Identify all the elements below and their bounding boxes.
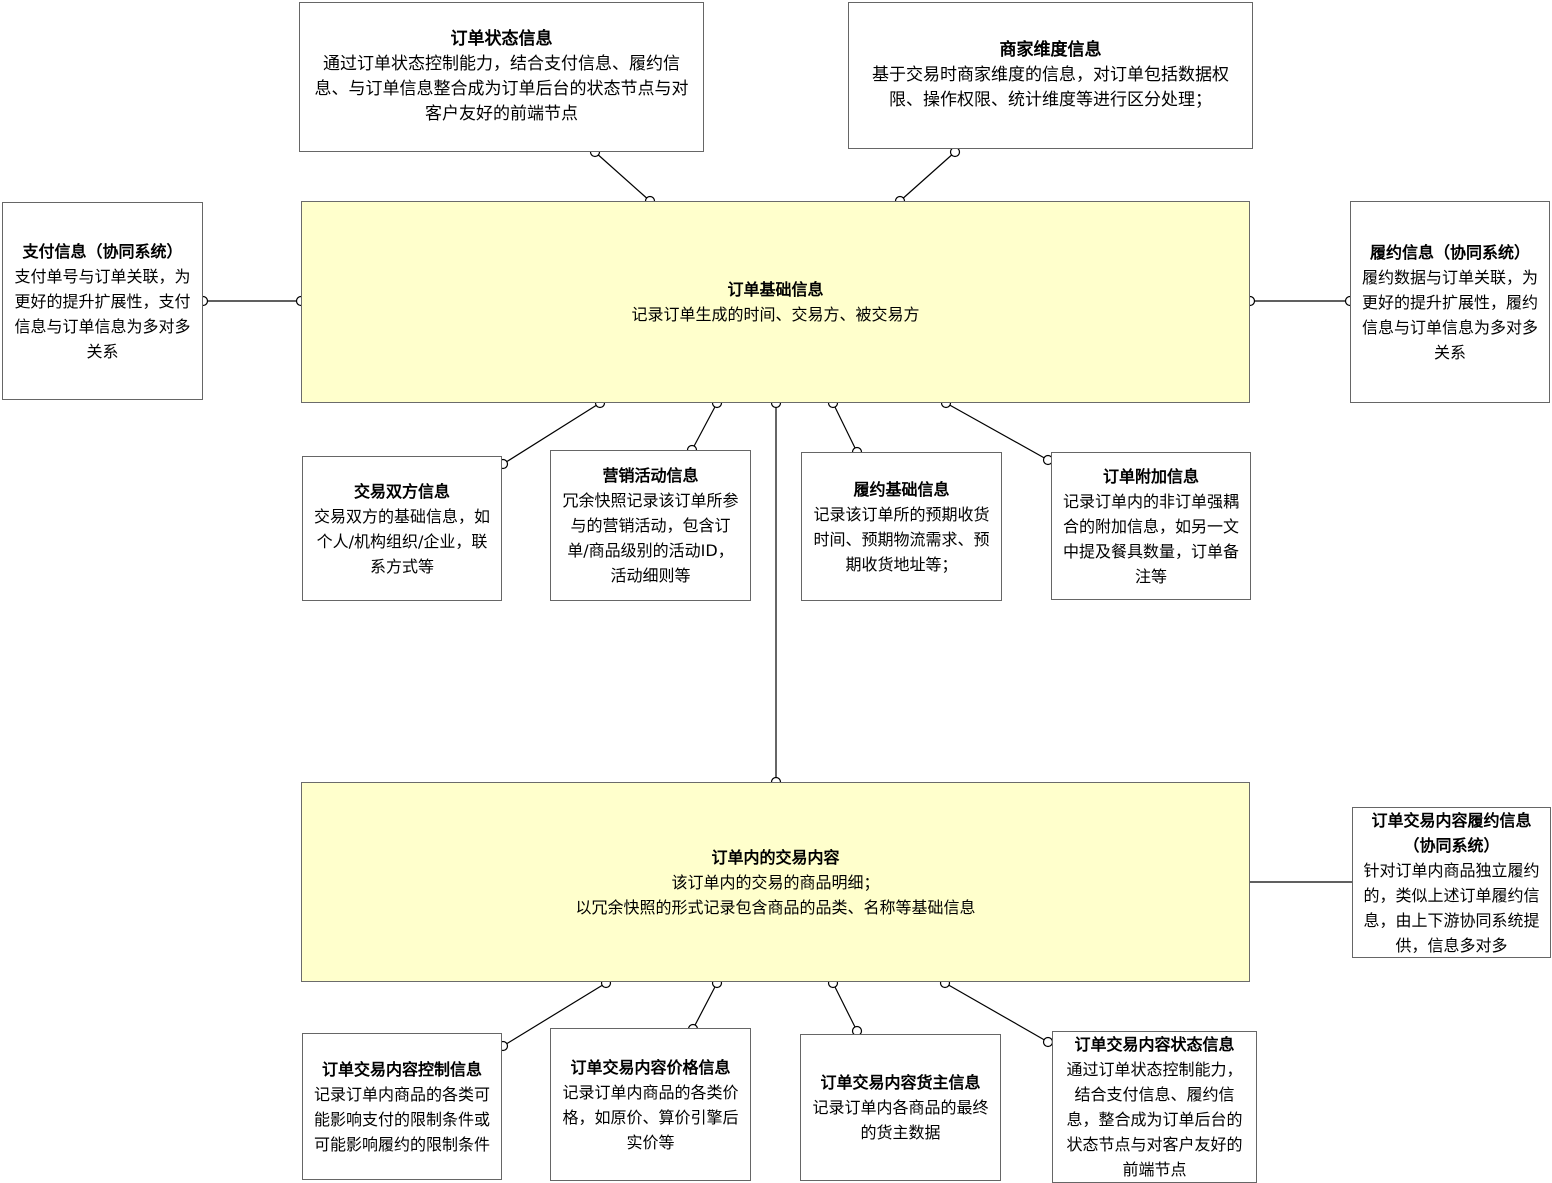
node-content-price-info[interactable]: 订单交易内容价格信息 记录订单内商品的各类价格，如原价、算价引擎后实价等 [550, 1028, 751, 1181]
node-title: 支付信息（协同系统） [22, 241, 183, 261]
node-order-extra-info[interactable]: 订单附加信息 记录订单内的非订单强耦合的附加信息，如另一文中提及餐具数量，订单备… [1051, 452, 1251, 600]
node-payment-info[interactable]: 支付信息（协同系统） 支付单号与订单关联，为更好的提升扩展性，支付信息与订单信息… [2, 202, 203, 400]
node-body: 记录该订单所的预期收货时间、预期物流需求、预期收货地址等； [813, 504, 990, 574]
node-content-status-info[interactable]: 订单交易内容状态信息 通过订单状态控制能力，结合支付信息、履约信息，整合成为订单… [1052, 1031, 1257, 1183]
node-trade-parties-info[interactable]: 交易双方信息 交易双方的基础信息，如个人/机构组织/企业，联系方式等 [302, 456, 502, 601]
node-title: 商家维度信息 [999, 40, 1102, 60]
connector-order-content-to-content-price[interactable] [687, 977, 723, 1035]
node-body: 履约数据与订单关联，为更好的提升扩展性，履约信息与订单信息为多对多关系 [1361, 267, 1538, 362]
connector-payment-to-order-base[interactable] [197, 295, 307, 307]
node-body: 针对订单内商品独立履约的，类似上述订单履约信息，由上下游协同系统提供，信息多对多 [1363, 860, 1540, 955]
connector-merchant-dim-to-order-base[interactable] [894, 146, 961, 207]
node-title: 订单附加信息 [1102, 466, 1199, 486]
node-body: 冗余快照记录该订单所参与的营销活动，包含订单/商品级别的活动ID，活动细则等 [562, 491, 739, 585]
node-fulfillment-base-info[interactable]: 履约基础信息 记录该订单所的预期收货时间、预期物流需求、预期收货地址等； [801, 452, 1002, 601]
node-content-fulfillment-info[interactable]: 订单交易内容履约信息 （协同系统） 针对订单内商品独立履约的，类似上述订单履约信… [1352, 807, 1551, 958]
connector-order-status-to-order-base[interactable] [589, 146, 656, 207]
node-body: 记录订单内商品的各类价格，如原价、算价引擎后实价等 [562, 1082, 739, 1152]
connector-order-base-to-order-content[interactable] [770, 397, 782, 788]
node-body: 该订单内的交易的商品明细； 以冗余快照的形式记录包含商品的品类、名称等基础信息 [575, 872, 976, 917]
node-title: 订单基础信息 [727, 280, 824, 299]
node-title: 订单交易内容状态信息 [1074, 1035, 1235, 1054]
node-title: 订单状态信息 [450, 29, 553, 49]
connector-order-base-to-fulfillment[interactable] [1244, 295, 1356, 307]
node-body: 记录订单内商品的各类可能影响支付的限制条件或可能影响履约的限制条件 [313, 1084, 490, 1154]
node-order-base-info[interactable]: 订单基础信息 记录订单生成的时间、交易方、被交易方 [301, 201, 1250, 403]
node-title: 交易双方信息 [353, 481, 450, 501]
node-body: 基于交易时商家维度的信息，对订单包括数据权限、操作权限、统计维度等进行区分处理； [872, 65, 1229, 110]
node-body: 通过订单状态控制能力，结合支付信息、履约信息，整合成为订单后台的状态节点与对客户… [1066, 1060, 1243, 1179]
connector-order-base-to-marketing[interactable] [686, 397, 723, 456]
node-order-trade-content[interactable]: 订单内的交易内容 该订单内的交易的商品明细； 以冗余快照的形式记录包含商品的品类… [301, 782, 1250, 982]
node-title: 订单内的交易内容 [711, 847, 840, 867]
node-body: 记录订单生成的时间、交易方、被交易方 [631, 305, 920, 324]
node-merchant-dimension-info[interactable]: 商家维度信息 基于交易时商家维度的信息，对订单包括数据权限、操作权限、统计维度等… [848, 2, 1253, 149]
node-title: 订单交易内容货主信息 [820, 1073, 981, 1092]
node-content-owner-info[interactable]: 订单交易内容货主信息 记录订单内各商品的最终的货主数据 [800, 1034, 1001, 1181]
connector-order-base-to-fulfill-base[interactable] [827, 397, 863, 458]
node-body: 支付单号与订单关联，为更好的提升扩展性，支付信息与订单信息为多对多关系 [14, 266, 191, 361]
connector-order-content-to-content-owner[interactable] [827, 977, 863, 1037]
node-order-status-info[interactable]: 订单状态信息 通过订单状态控制能力，结合支付信息、履约信息、与订单信息整合成为订… [299, 2, 704, 152]
node-title: 订单交易内容价格信息 [570, 1057, 731, 1077]
node-body: 记录订单内的非订单强耦合的附加信息，如另一文中提及餐具数量，订单备注等 [1062, 491, 1239, 586]
node-content-control-info[interactable]: 订单交易内容控制信息 记录订单内商品的各类可能影响支付的限制条件或可能影响履约的… [302, 1033, 502, 1180]
node-title: 订单交易内容履约信息 （协同系统） [1371, 810, 1532, 855]
node-title: 履约基础信息 [853, 479, 950, 499]
node-marketing-activity-info[interactable]: 营销活动信息 冗余快照记录该订单所参与的营销活动，包含订单/商品级别的活动ID，… [550, 450, 751, 601]
node-body: 通过订单状态控制能力，结合支付信息、履约信息、与订单信息整合成为订单后台的状态节… [314, 54, 689, 124]
node-fulfillment-info[interactable]: 履约信息（协同系统） 履约数据与订单关联，为更好的提升扩展性，履约信息与订单信息… [1350, 201, 1550, 403]
node-title: 订单交易内容控制信息 [321, 1059, 482, 1079]
node-title: 营销活动信息 [602, 466, 699, 485]
node-title: 履约信息（协同系统） [1369, 242, 1530, 262]
node-body: 交易双方的基础信息，如个人/机构组织/企业，联系方式等 [313, 506, 490, 576]
node-body: 记录订单内各商品的最终的货主数据 [812, 1098, 989, 1142]
